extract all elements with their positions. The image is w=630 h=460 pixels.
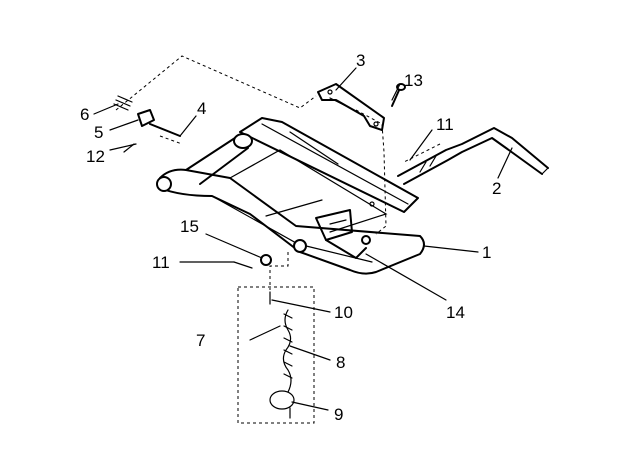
callout-6: 6 bbox=[80, 105, 89, 124]
callout-4: 4 bbox=[197, 99, 206, 118]
callout-2: 2 bbox=[492, 179, 501, 198]
rod-assembly bbox=[109, 95, 181, 151]
callout-8: 8 bbox=[336, 353, 345, 372]
callout-1: 1 bbox=[482, 243, 491, 262]
main-frame bbox=[156, 117, 425, 275]
chain-assembly bbox=[237, 286, 315, 424]
hand-lever bbox=[397, 127, 549, 185]
leader-lines bbox=[93, 67, 513, 411]
callout-11-pin: 11 bbox=[152, 253, 170, 272]
callout-11-lever: 11 bbox=[436, 115, 454, 134]
callout-14: 14 bbox=[446, 303, 465, 322]
callout-7: 7 bbox=[196, 331, 205, 350]
callout-10: 10 bbox=[334, 303, 353, 322]
callout-13: 13 bbox=[404, 71, 423, 90]
callout-15: 15 bbox=[180, 217, 199, 236]
washer-and-pin bbox=[233, 254, 272, 269]
callout-5: 5 bbox=[94, 123, 103, 142]
bolt bbox=[391, 83, 406, 107]
callout-12: 12 bbox=[86, 147, 105, 166]
callout-9: 9 bbox=[334, 405, 343, 424]
callout-3: 3 bbox=[356, 51, 365, 70]
latch-bracket bbox=[317, 83, 385, 131]
assembly-guides bbox=[115, 55, 441, 290]
callout-labels: 1 2 3 4 5 6 7 8 9 10 11 11 12 13 14 15 bbox=[80, 51, 501, 424]
